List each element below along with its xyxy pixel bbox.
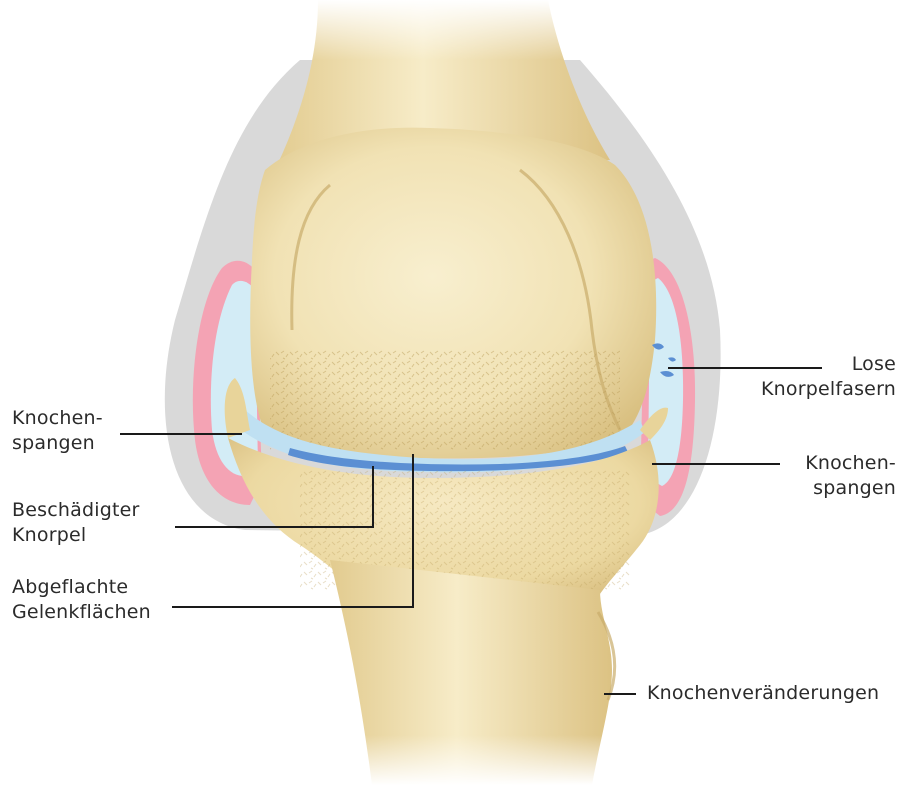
- label-lose-knorpelfasern: Lose Knorpelfasern: [761, 352, 896, 402]
- label-abgeflachte-gelenkflaechen: Abgeflachte Gelenkflächen: [12, 575, 151, 625]
- label-knochenspangen-right: Knochen- spangen: [805, 451, 896, 501]
- label-knochenveraenderungen: Knochenveränderungen: [647, 681, 879, 706]
- label-knochenspangen-left: Knochen- spangen: [12, 406, 103, 456]
- label-beschaedigter-knorpel: Beschädigter Knorpel: [12, 498, 140, 548]
